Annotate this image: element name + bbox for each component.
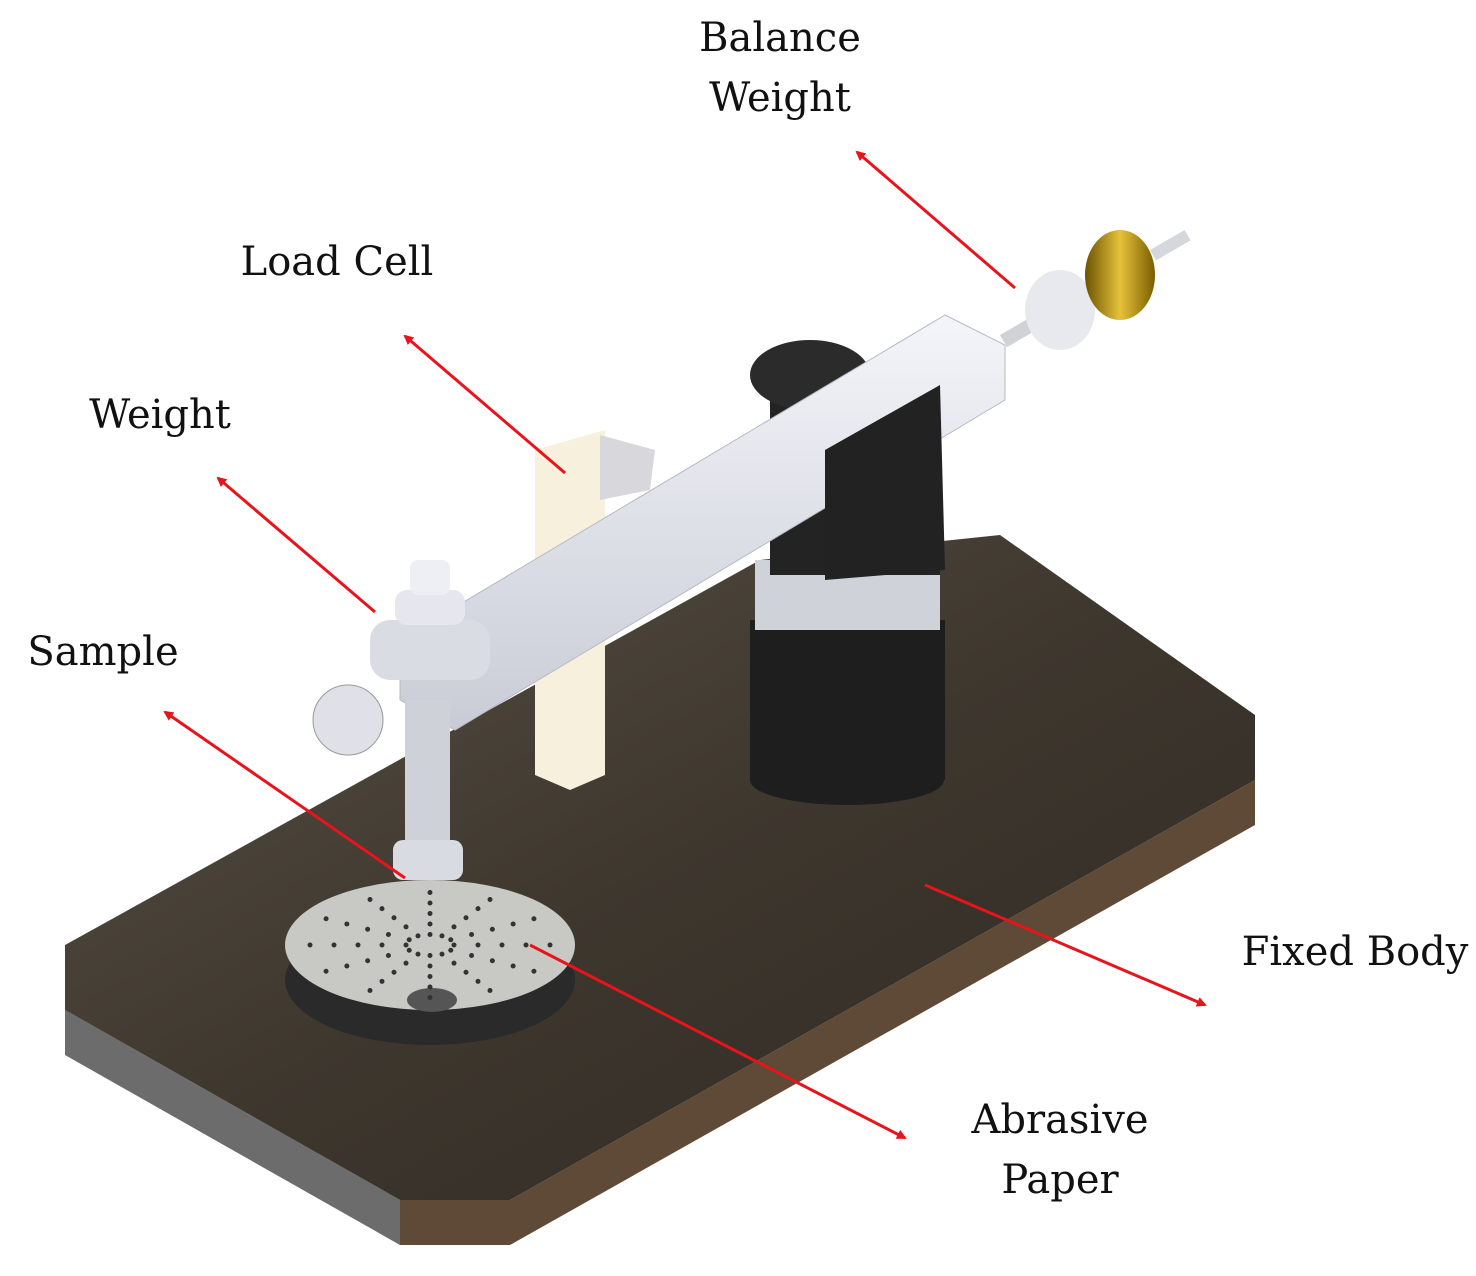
weight bbox=[312, 560, 490, 756]
label-abrasive-paper-line2: Paper bbox=[1001, 1157, 1119, 1203]
label-balance-weight: Balance Weight bbox=[699, 8, 861, 128]
arrow-load-cell bbox=[403, 334, 566, 475]
disc-hole bbox=[469, 932, 475, 937]
disc-hole bbox=[427, 911, 433, 916]
disc-hole bbox=[406, 937, 412, 943]
sample-holder bbox=[393, 700, 463, 880]
disc-hole bbox=[323, 968, 329, 974]
arrow-fixed-body bbox=[924, 883, 1207, 1007]
disc-hole bbox=[379, 942, 385, 948]
disc-hole bbox=[469, 953, 475, 958]
disc-hole bbox=[367, 897, 373, 903]
disc-hole bbox=[365, 958, 371, 964]
label-abrasive-paper: Abrasive Paper bbox=[971, 1090, 1148, 1210]
disc-hole bbox=[489, 926, 495, 932]
disc-hole bbox=[427, 921, 433, 927]
disc-hole bbox=[344, 921, 350, 927]
lever-arm bbox=[399, 230, 1191, 731]
arrow-balance-weight bbox=[855, 150, 1016, 290]
disc-hole bbox=[463, 915, 469, 921]
arrow-abrasive-paper bbox=[529, 943, 907, 1140]
disc-hole bbox=[403, 942, 409, 948]
label-abrasive-paper-line1: Abrasive bbox=[971, 1097, 1149, 1143]
callout-arrows bbox=[163, 150, 1207, 1140]
disc-hole bbox=[448, 947, 454, 953]
disc-hole bbox=[448, 937, 454, 943]
disc-hole bbox=[499, 942, 505, 948]
disc-hole bbox=[406, 947, 412, 953]
disc-hole bbox=[365, 926, 371, 932]
disc-hole bbox=[439, 951, 445, 957]
disc-hole bbox=[344, 963, 350, 969]
disc-hole bbox=[451, 942, 457, 948]
disc-hole bbox=[379, 906, 385, 912]
disc-hole bbox=[415, 933, 421, 939]
disc-hole bbox=[427, 890, 433, 895]
label-fixed-body: Fixed Body bbox=[1241, 929, 1469, 975]
label-weight: Weight bbox=[89, 392, 231, 438]
disc-hole bbox=[510, 921, 516, 927]
disc-hole bbox=[403, 924, 409, 930]
disc-hole bbox=[427, 953, 433, 958]
disc-hole bbox=[531, 968, 537, 974]
disc-hole bbox=[451, 924, 457, 930]
disc-hole bbox=[427, 963, 433, 969]
abrasive-hole-pattern bbox=[307, 890, 553, 1000]
disc-hole bbox=[385, 953, 391, 958]
disc-hole bbox=[475, 978, 481, 984]
disc-hole bbox=[367, 987, 373, 993]
disc-hole bbox=[323, 916, 329, 922]
disc-hole bbox=[355, 942, 361, 948]
disc-hole bbox=[385, 932, 391, 937]
arrow-sample bbox=[163, 710, 406, 880]
disc-hole bbox=[547, 942, 553, 948]
disc-hole bbox=[489, 958, 495, 964]
abrasive-paper-disc bbox=[285, 880, 575, 1045]
arrow-weight bbox=[216, 476, 376, 614]
disc-hole bbox=[487, 987, 493, 993]
disc-hole bbox=[427, 995, 433, 1000]
disc-hole bbox=[439, 933, 445, 939]
disc-hole bbox=[379, 978, 385, 984]
disc-hole bbox=[531, 916, 537, 922]
disc-hole bbox=[427, 900, 433, 906]
label-balance-weight-line1: Balance bbox=[699, 15, 861, 61]
disc-hole bbox=[427, 932, 433, 937]
disc-hole bbox=[391, 915, 397, 921]
disc-hole bbox=[427, 984, 433, 990]
disc-hole bbox=[451, 960, 457, 966]
label-load-cell: Load Cell bbox=[240, 239, 434, 285]
disc-hole bbox=[307, 942, 313, 948]
disc-hole bbox=[487, 897, 493, 903]
disc-hole bbox=[331, 942, 337, 948]
disc-hole bbox=[523, 942, 529, 948]
disc-hole bbox=[475, 942, 481, 948]
label-balance-weight-line2: Weight bbox=[709, 75, 851, 121]
disc-hole bbox=[510, 963, 516, 969]
disc-hole bbox=[427, 974, 433, 979]
label-sample: Sample bbox=[27, 629, 179, 675]
disc-hole bbox=[403, 960, 409, 966]
disc-hole bbox=[415, 951, 421, 957]
disc-hole bbox=[391, 969, 397, 975]
disc-hole bbox=[475, 906, 481, 912]
disc-hole bbox=[463, 969, 469, 975]
